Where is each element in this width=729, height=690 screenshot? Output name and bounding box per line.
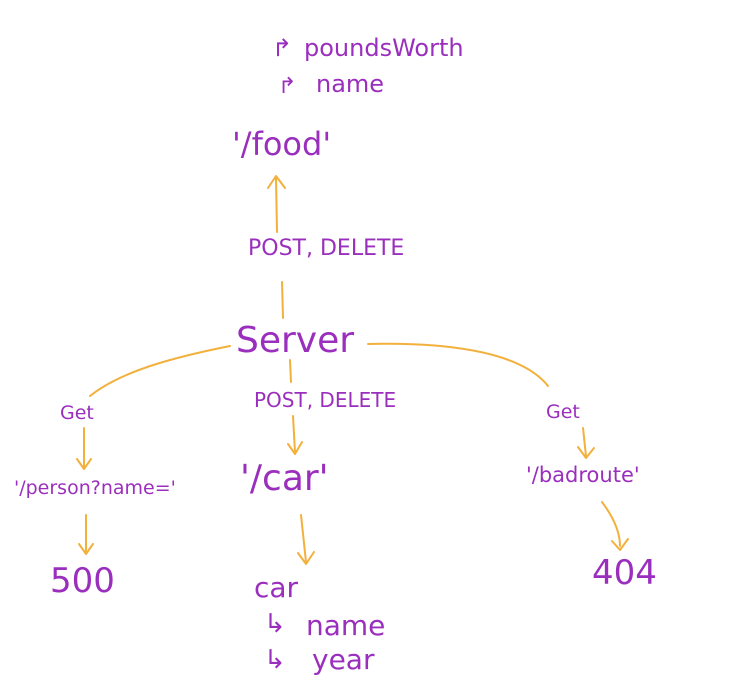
server-to-person-line (89, 345, 231, 397)
person-to-500-arrow (78, 514, 94, 555)
car-field-year: year (312, 643, 375, 676)
badroute-route: '/badroute' (526, 463, 640, 487)
server-to-food-line (281, 281, 284, 319)
person-route: '/person?name=' (14, 477, 176, 499)
server-to-car-line (289, 359, 292, 383)
person-result: 500 (50, 561, 115, 601)
car-field-name: name (306, 609, 386, 642)
field-arrow-icon: ↳ (264, 645, 286, 675)
food-route: '/food' (232, 125, 332, 163)
car-object: car (254, 571, 299, 604)
field-arrow-icon: ↱ (278, 74, 297, 99)
food-methods-to-route-arrow (267, 175, 286, 233)
food-field-poundsworth: poundsWorth (304, 34, 464, 62)
field-arrow-icon: ↱ (272, 34, 293, 62)
car-methods: POST, DELETE (254, 388, 397, 412)
field-arrow-icon: ↳ (264, 609, 286, 639)
badroute-to-404-arrow (601, 501, 629, 551)
server-label: Server (236, 320, 355, 361)
food-field-name: name (316, 70, 385, 98)
car-route-to-object-arrow (297, 514, 315, 565)
car-route: '/car' (240, 458, 329, 499)
badroute-get-arrow (577, 427, 595, 459)
car-methods-arrow (287, 415, 303, 455)
badroute-result: 404 (592, 553, 657, 593)
food-methods: POST, DELETE (248, 236, 405, 261)
person-method: Get (60, 402, 94, 424)
person-get-arrow (76, 427, 92, 470)
badroute-method: Get (546, 401, 580, 423)
server-to-badroute-line (367, 342, 549, 387)
